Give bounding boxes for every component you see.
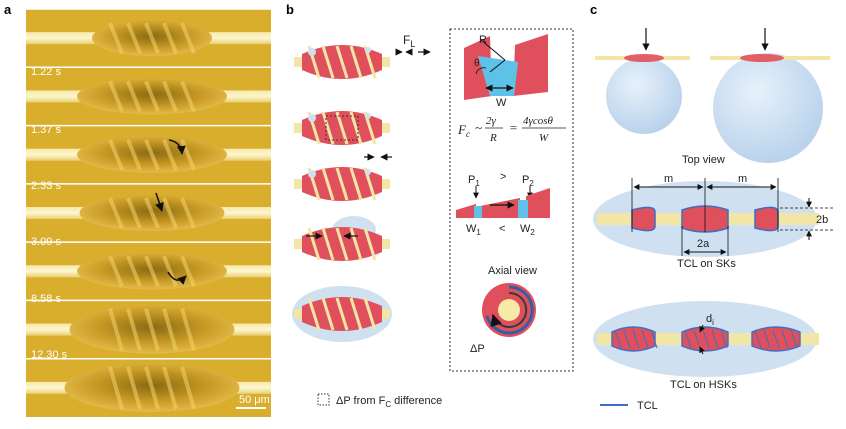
- svg-text:di: di: [706, 313, 714, 327]
- force-label-group: FL: [395, 33, 431, 56]
- rotation-arrow-1: [168, 139, 186, 155]
- force-label: F: [403, 33, 410, 47]
- eq-den2: W: [539, 132, 549, 144]
- fiber-droplet-schematic: [294, 111, 390, 145]
- axial-view-label: Axial view: [488, 265, 537, 277]
- hsks-diagram: di TCL on HSKs: [593, 301, 819, 391]
- two-b-label: 2b: [816, 214, 828, 226]
- time-label-6: 12.30 s: [31, 349, 68, 361]
- motion-arrow-2: [155, 192, 164, 212]
- theta-label: θ: [474, 58, 480, 69]
- mechanism-box: [449, 28, 574, 372]
- m1-label: m: [664, 173, 673, 185]
- di-sub: i: [712, 318, 714, 327]
- legend-c-text: TCL: [637, 400, 658, 412]
- force-equation: Fc ~ 2γ R = 4γcosθ W: [457, 115, 566, 144]
- svg-text:Fc: Fc: [457, 122, 470, 139]
- w2-sub: 2: [530, 228, 535, 237]
- fiber-droplet-schematic: [294, 216, 390, 261]
- svg-text:FL: FL: [403, 33, 415, 49]
- eq-equals: =: [509, 120, 518, 135]
- panel-a-letter: a: [4, 2, 12, 17]
- eq-den1: R: [489, 132, 497, 144]
- contact-angle-diagram: R θ W: [464, 34, 548, 109]
- top-view-label: Top view: [682, 154, 725, 166]
- legend-b-sub: C: [385, 400, 391, 409]
- helical-band-group: [751, 326, 801, 352]
- top-view-diagram: Top view: [595, 28, 830, 166]
- delta-p-label: ΔP: [470, 343, 485, 355]
- helical-band-group: [681, 326, 729, 352]
- w1-label: W: [466, 223, 477, 235]
- sks-label: TCL on SKs: [677, 258, 736, 270]
- p2-label: P: [522, 174, 529, 186]
- photo-frame: [26, 9, 271, 68]
- svg-text:P2: P2: [522, 174, 534, 188]
- rotation-arrow-3: [167, 271, 187, 285]
- w2-label: W: [520, 223, 531, 235]
- legend-b-tail: difference: [391, 395, 442, 407]
- radius-label: R: [479, 34, 487, 46]
- panel-b-letter: b: [286, 2, 294, 17]
- fiber-droplet-schematic: [294, 167, 390, 201]
- time-label-1: 1.22 s: [31, 66, 61, 78]
- photo-frame: [26, 124, 271, 184]
- panel-a-photo-strip: [26, 9, 271, 417]
- eq-num1: 2γ: [486, 115, 497, 127]
- eq-num2: 4γcosθ: [523, 115, 553, 127]
- svg-text:ΔP from FC difference: ΔP from FC difference: [336, 395, 442, 409]
- scale-bar-label: 50 μm: [239, 394, 270, 406]
- time-label-4: 3.09 s: [31, 236, 61, 248]
- axial-view-diagram: Axial view ΔP: [470, 265, 537, 355]
- m2-label: m: [738, 173, 747, 185]
- fiber-droplet-schematic: [292, 286, 392, 342]
- p2-sub: 2: [529, 179, 534, 188]
- svg-text:W2: W2: [520, 223, 535, 237]
- photo-frame: [26, 241, 271, 301]
- width-label: W: [496, 97, 507, 109]
- photo-frame: [26, 357, 271, 417]
- panel-c-letter: c: [590, 2, 598, 17]
- time-label-2: 1.37 s: [31, 124, 61, 136]
- di-label: d: [706, 313, 712, 325]
- photo-frame: [26, 66, 271, 126]
- svg-text:W1: W1: [466, 223, 481, 237]
- p1-label: P: [468, 174, 475, 186]
- panel-c-legend: TCL: [600, 400, 658, 412]
- photo-frame: [26, 183, 271, 243]
- svg-text:P1: P1: [468, 174, 480, 188]
- eq-lhs-sub: c: [466, 129, 470, 139]
- time-label-3: 2.33 s: [31, 180, 61, 192]
- force-label-sub: L: [410, 39, 415, 49]
- fiber-droplet-schematic: [294, 45, 390, 79]
- hsks-label: TCL on HSKs: [670, 379, 737, 391]
- eq-lhs: F: [457, 122, 467, 137]
- helical-band-group: [611, 326, 658, 352]
- p1-sub: 1: [475, 179, 480, 188]
- pressure-diagram: P1 > P2 W1 < W2: [456, 171, 550, 237]
- panel-a-labels: 1.22 s 1.37 s 2.33 s 3.09 s 8.58 s 12.30…: [31, 66, 270, 409]
- photo-frame: [26, 299, 271, 359]
- eq-approx: ~: [475, 120, 482, 135]
- gt-sign: >: [500, 171, 506, 183]
- two-a-label: 2a: [697, 238, 710, 250]
- time-label-5: 8.58 s: [31, 293, 61, 305]
- panel-b-schematics: [292, 45, 392, 342]
- lt-sign: <: [499, 223, 505, 235]
- sks-diagram: m m 2b 2a TCL on SKs: [593, 173, 834, 270]
- legend-b-text: ΔP from F: [336, 395, 386, 407]
- w1-sub: 1: [476, 228, 481, 237]
- panel-b-legend: ΔP from FC difference: [317, 393, 442, 409]
